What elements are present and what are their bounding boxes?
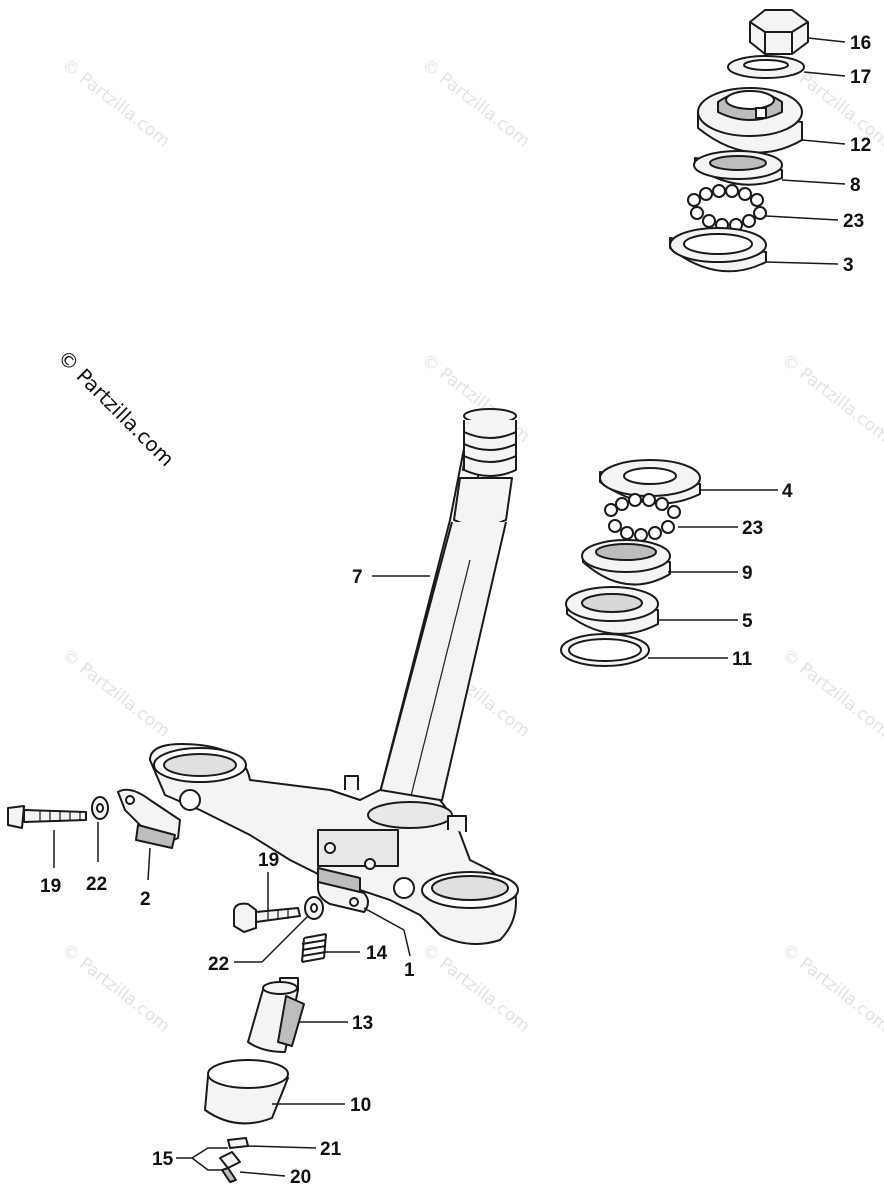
callout-14[interactable]: 14: [366, 943, 388, 964]
part-10-collar[interactable]: [204, 1059, 289, 1125]
part-1-clamp-plate[interactable]: [317, 867, 369, 913]
part-22-washer-left[interactable]: [91, 796, 109, 820]
leader-lines: [53, 37, 846, 1177]
callout-2[interactable]: 2: [140, 889, 151, 910]
part-19-bolt-left[interactable]: [7, 805, 87, 829]
callout-22-left[interactable]: 22: [86, 874, 107, 895]
part-22-washer-right[interactable]: [304, 896, 324, 920]
callout-labels: 16 17 12 8 23 3 4 23 9 5 11 7 19 22 2 19…: [40, 33, 871, 1188]
callout-5[interactable]: 5: [742, 611, 753, 632]
part-11-washer[interactable]: [560, 633, 650, 667]
callout-12[interactable]: 12: [850, 135, 871, 156]
part-14-spring[interactable]: [301, 933, 327, 963]
callout-17[interactable]: 17: [850, 67, 871, 88]
callout-13[interactable]: 13: [352, 1013, 373, 1034]
part-9-cone-race[interactable]: [581, 539, 671, 586]
part-20-screw[interactable]: [219, 1151, 241, 1183]
part-steering-bracket[interactable]: [149, 743, 519, 945]
part-16-nut[interactable]: [749, 9, 809, 55]
callout-9[interactable]: 9: [742, 563, 753, 584]
part-13-lock-cylinder[interactable]: [247, 977, 305, 1053]
callout-23-top[interactable]: 23: [843, 211, 864, 232]
callout-3[interactable]: 3: [843, 255, 854, 276]
part-7-steering-stem[interactable]: [377, 408, 517, 812]
callout-20[interactable]: 20: [290, 1167, 311, 1188]
part-23-ball-bearings-mid[interactable]: [604, 493, 681, 542]
callout-23-mid[interactable]: 23: [742, 518, 763, 539]
part-5-race[interactable]: [565, 586, 659, 635]
callout-4[interactable]: 4: [782, 481, 793, 502]
part-8-race[interactable]: [693, 150, 783, 186]
part-12-cone-race[interactable]: [697, 87, 803, 154]
callout-10[interactable]: 10: [350, 1095, 371, 1116]
part-2-clamp-plate[interactable]: [117, 788, 181, 849]
callout-8[interactable]: 8: [850, 175, 861, 196]
callout-7[interactable]: 7: [352, 567, 363, 588]
callout-15[interactable]: 15: [152, 1149, 174, 1170]
part-3-race[interactable]: [669, 227, 767, 273]
callout-16[interactable]: 16: [850, 33, 871, 54]
part-17-washer[interactable]: [727, 55, 805, 79]
part-23-ball-bearings-top[interactable]: [687, 184, 767, 232]
callout-1[interactable]: 1: [404, 960, 415, 981]
callout-22-right[interactable]: 22: [208, 954, 229, 975]
part-21-spring[interactable]: [227, 1137, 249, 1149]
part-19-bolt-right[interactable]: [233, 902, 301, 933]
callout-19-right[interactable]: 19: [258, 850, 279, 871]
callout-21[interactable]: 21: [320, 1139, 342, 1160]
callout-19-left[interactable]: 19: [40, 876, 61, 897]
callout-11[interactable]: 11: [732, 649, 753, 670]
